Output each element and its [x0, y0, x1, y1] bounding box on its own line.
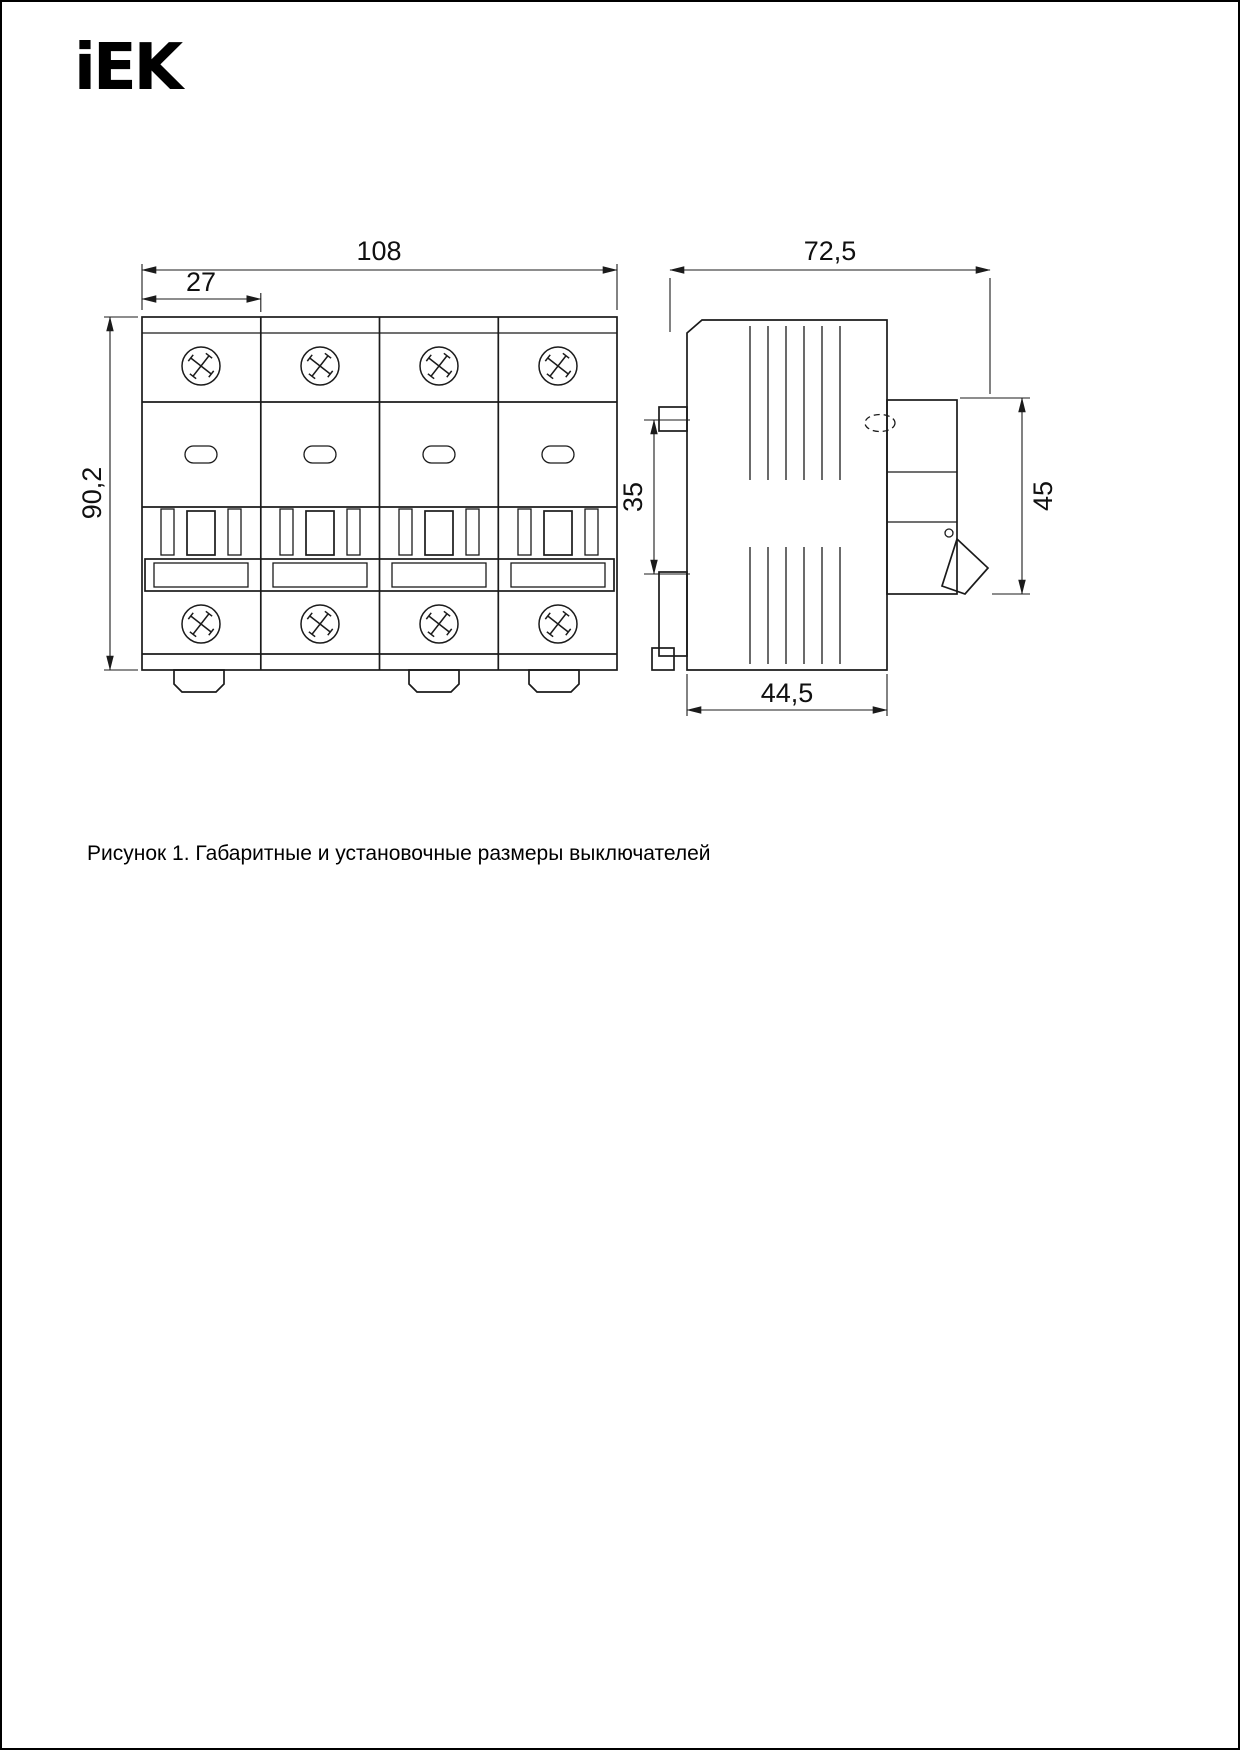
indicator-window: [422, 445, 456, 464]
screw-head: [300, 346, 340, 386]
din-clip: [528, 669, 580, 693]
dim-front-height-side-label: 45: [1028, 481, 1058, 511]
din-clip: [408, 669, 460, 693]
iek-logo: iEK: [74, 31, 183, 105]
technical-drawing: 108 27 90,2 72,5 45 35 44,5: [77, 236, 1058, 716]
din-spring-foot: [651, 647, 675, 671]
screw-head: [538, 346, 578, 386]
side-ribs: [749, 326, 841, 664]
indicator-window: [541, 445, 575, 464]
screw-head: [181, 604, 221, 644]
figure-caption: Рисунок 1. Габаритные и установочные раз…: [87, 842, 711, 865]
dimensions-layer: 108 27 90,2 72,5 45 35 44,5: [77, 236, 1058, 716]
indicator-window: [303, 445, 337, 464]
dim-front-width-label: 108: [356, 236, 401, 266]
breaker-side-body: [686, 319, 888, 671]
release-latch: [940, 537, 990, 595]
dim-base-depth-label: 44,5: [761, 678, 814, 708]
din-clip: [173, 669, 225, 693]
screw-head: [181, 346, 221, 386]
din-hook: [658, 406, 688, 432]
screw-head: [419, 346, 459, 386]
hidden-hole-outline: [864, 413, 896, 433]
screw-head: [419, 604, 459, 644]
dim-pole-width-label: 27: [186, 267, 216, 297]
terminal-block: [886, 399, 958, 595]
latch-pivot: [944, 528, 954, 538]
front-view-drawing: [141, 316, 618, 693]
toggle-handles: [160, 508, 599, 556]
dim-front-height-label: 90,2: [77, 467, 107, 520]
dim-side-depth-label: 72,5: [804, 236, 857, 266]
indicator-window: [184, 445, 218, 464]
dim-din-rail-label: 35: [618, 482, 648, 512]
screw-head: [538, 604, 578, 644]
handle-tie-bar: [144, 558, 615, 592]
side-view-drawing: [651, 319, 990, 671]
screw-head: [300, 604, 340, 644]
din-spring: [658, 571, 688, 657]
